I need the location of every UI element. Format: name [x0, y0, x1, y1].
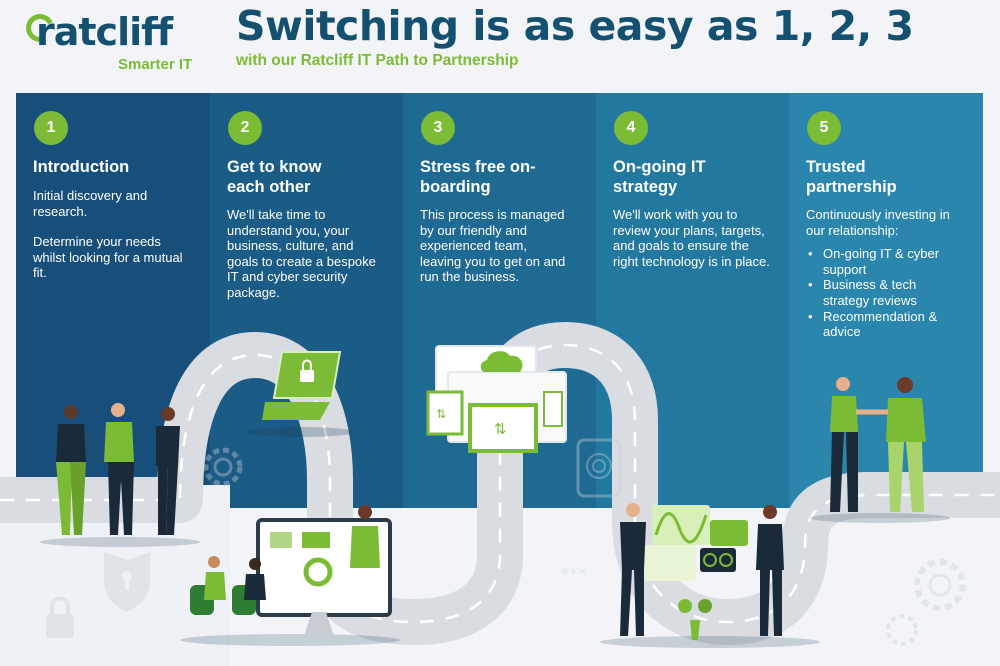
bullet-item: Recommendation & advice	[806, 309, 956, 340]
step-title: Get to know each other	[227, 158, 322, 196]
svg-text:***: ***	[560, 564, 587, 585]
bullet-list: On-going IT & cyber support Business & t…	[806, 246, 956, 340]
step-title: Introduction	[33, 158, 130, 176]
ratcliff-logo: ratcliff Smarter IT	[18, 8, 198, 78]
password-icon: ***	[560, 564, 587, 585]
fingerprint-icon	[576, 438, 622, 498]
step-number: 1	[34, 111, 68, 145]
padlock-icon	[46, 596, 74, 638]
step-5: 5 Trusted partnership Continuously inves…	[789, 93, 983, 508]
step-number: 3	[421, 111, 455, 145]
step-title: On-going IT strategy	[613, 158, 706, 196]
step-number: 4	[614, 111, 648, 145]
laptop-lock-icon	[245, 351, 355, 437]
svg-text:⇅: ⇅	[436, 407, 446, 421]
strategy-illustration	[600, 503, 820, 648]
logo-tagline: Smarter IT	[118, 56, 193, 73]
step-number: 5	[807, 111, 841, 145]
page-subtitle: with our Ratcliff IT Path to Partnership	[236, 52, 519, 69]
page-title: Switching is as easy as 1, 2, 3	[236, 2, 914, 50]
step-text: We'll work with you to review your plans…	[613, 207, 770, 269]
gear-icon	[203, 447, 243, 487]
step-text: Continuously investing in our relationsh…	[806, 207, 956, 340]
shield-icon	[104, 552, 150, 612]
handshake-illustration	[810, 377, 950, 523]
step-text: Determine your needs whilst looking for …	[33, 234, 183, 281]
presentation-illustration	[180, 505, 400, 646]
cloud-sync-icon: ⇅ ⇅	[426, 345, 567, 453]
step-text: Initial discovery and research.	[33, 188, 148, 219]
step-number: 2	[228, 111, 262, 145]
logo-text: ratcliff	[36, 10, 173, 54]
step-intro: Continuously investing in our relationsh…	[806, 207, 950, 238]
gear-icon	[886, 559, 966, 646]
step-title: Stress free on-boarding	[420, 158, 536, 196]
step-text: This process is managed by our friendly …	[420, 207, 566, 285]
bullet-item: Business & tech strategy reviews	[806, 277, 956, 308]
step-title: Trusted partnership	[806, 158, 897, 196]
svg-text:⇅: ⇅	[494, 420, 507, 438]
bullet-item: On-going IT & cyber support	[806, 246, 956, 277]
people-illustration	[40, 403, 200, 547]
step-text: We'll take time to understand you, your …	[227, 207, 376, 300]
